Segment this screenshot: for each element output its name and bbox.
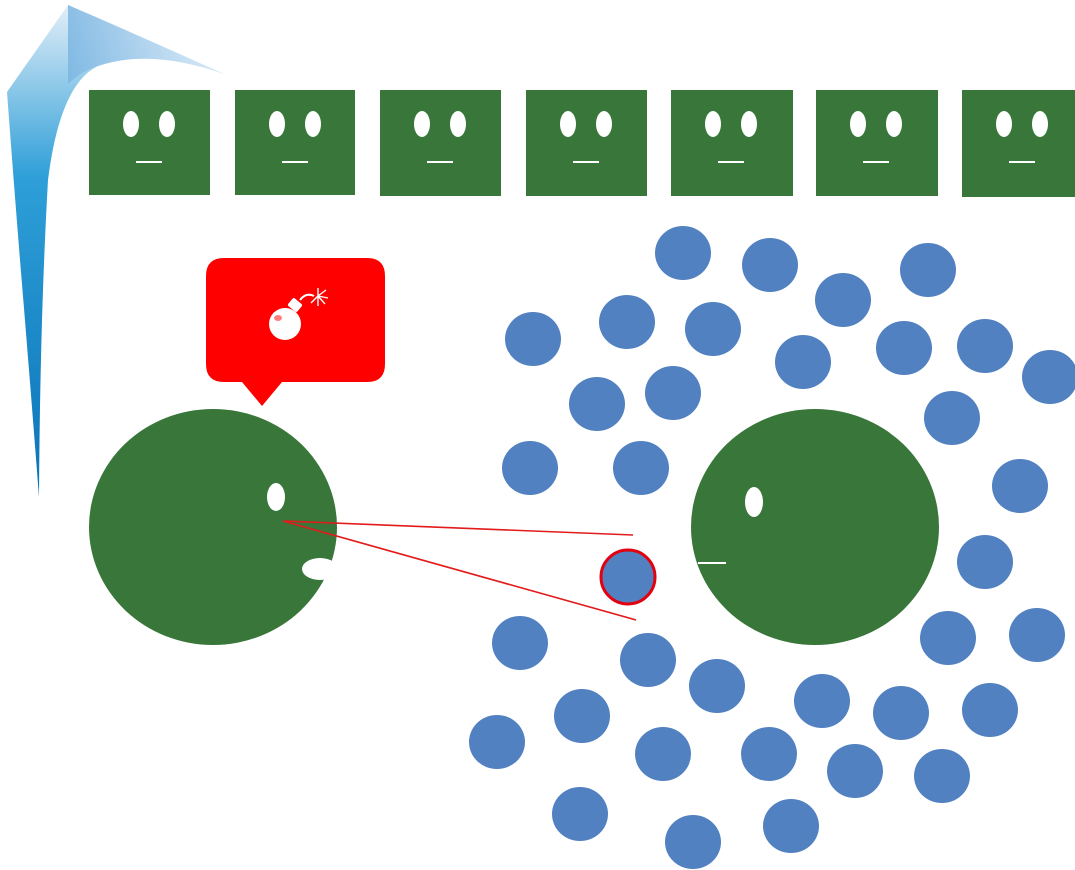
blue-circle-icon xyxy=(645,366,701,420)
square-face-icon xyxy=(235,90,355,195)
alert-bubble xyxy=(206,258,385,406)
left-face-eye xyxy=(267,483,285,511)
right-face-eye xyxy=(745,487,763,517)
blue-circle-icon xyxy=(1009,608,1065,662)
left-face-mouth xyxy=(302,558,338,580)
stream-tip xyxy=(68,5,224,84)
blue-circle-icon xyxy=(492,616,548,670)
blue-circle-icon xyxy=(992,459,1048,513)
left-face xyxy=(89,409,338,645)
blue-circle-icon xyxy=(502,441,558,495)
square-face-icon xyxy=(962,90,1075,197)
blue-circle-icon xyxy=(599,295,655,349)
blue-circle-icon xyxy=(554,689,610,743)
square-face-icon xyxy=(380,90,501,196)
blue-circle-icon xyxy=(815,273,871,327)
blue-circle-icon xyxy=(957,319,1013,373)
blue-circle-icon xyxy=(957,535,1013,589)
blue-circle-icon xyxy=(924,391,980,445)
blue-circle-icon xyxy=(827,744,883,798)
blue-circle-icon xyxy=(689,659,745,713)
blue-circle-icon xyxy=(914,749,970,803)
blue-circle-icon xyxy=(469,715,525,769)
square-face-icon xyxy=(526,90,647,196)
square-face-icon xyxy=(671,90,793,196)
blue-circle-icon xyxy=(620,633,676,687)
blue-circle-icon xyxy=(505,312,561,366)
blue-circle-icon xyxy=(900,243,956,297)
sight-lines xyxy=(282,520,637,621)
cell-cluster xyxy=(469,226,1075,869)
blue-circle-icon xyxy=(635,727,691,781)
left-face-body xyxy=(89,409,337,645)
blue-circle-icon xyxy=(873,686,929,740)
blue-circle-icon xyxy=(613,441,669,495)
blue-circle-icon xyxy=(876,321,932,375)
blue-circle-icon xyxy=(741,727,797,781)
right-face xyxy=(691,409,939,645)
square-face-icon xyxy=(89,90,210,195)
blue-circle-icon xyxy=(569,377,625,431)
square-face-icon xyxy=(816,90,938,196)
highlighted-circle-icon xyxy=(599,548,657,606)
blue-circle-icon xyxy=(763,799,819,853)
blue-circle-icon xyxy=(685,302,741,356)
stream-icon xyxy=(7,5,224,497)
blue-circle-icon xyxy=(962,683,1018,737)
bomb-icon xyxy=(269,288,329,340)
blue-circle-icon xyxy=(775,335,831,389)
blue-circle-icon xyxy=(665,815,721,869)
blue-circle-icon xyxy=(552,787,608,841)
blue-circle-icon xyxy=(1022,350,1075,404)
blue-circle-icon xyxy=(794,674,850,728)
blue-circle-icon xyxy=(920,611,976,665)
blue-circle-icon xyxy=(742,238,798,292)
observer-row xyxy=(89,90,1075,197)
target-cell xyxy=(599,548,657,606)
right-face-body xyxy=(691,409,939,645)
blue-circle-icon xyxy=(655,226,711,280)
